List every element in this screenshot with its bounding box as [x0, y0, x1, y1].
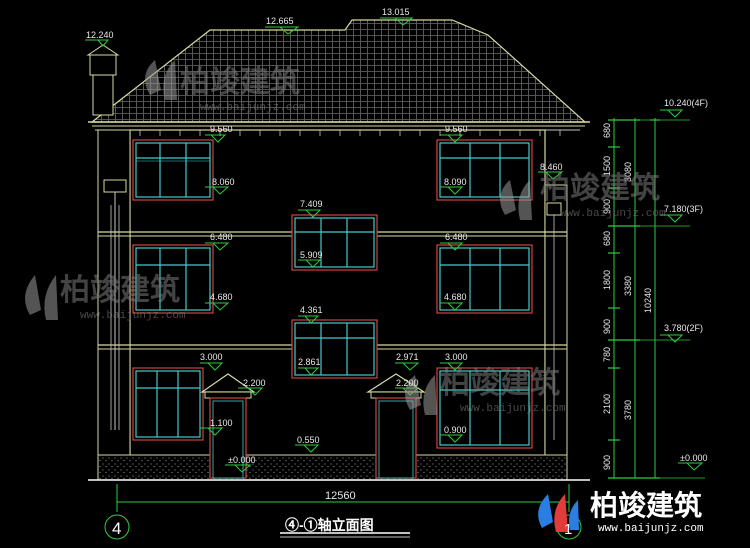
elev-floor3-left: 6.480: [210, 232, 233, 242]
dim-780: 780: [602, 347, 612, 362]
chimney: [86, 44, 120, 116]
elev-ground-step: 0.550: [297, 435, 320, 445]
watermark-name-3: 柏竣建筑: [540, 171, 660, 206]
dim-3780: 3780: [623, 400, 633, 420]
watermark-logo-2: [25, 275, 58, 320]
window-1f-left: [132, 367, 204, 441]
window-3f-left: [132, 139, 214, 201]
level-tags: 10.240(4F) 7.180(3F) 3.780(2F): [664, 98, 708, 333]
elev-door-canopy-right: 2.971: [396, 352, 419, 362]
windows: [132, 139, 533, 449]
elev-floor3-right: 6.480: [445, 232, 468, 242]
watermark-name-1: 柏竣建筑: [180, 65, 300, 100]
dim-680-b: 680: [602, 231, 612, 246]
elev-floor2-left: 3.000: [200, 352, 223, 362]
watermark-name-2: 柏竣建筑: [60, 273, 180, 308]
elev-win1-sill-right: 0.900: [444, 425, 467, 435]
elev-win2-bottom-left: 4.680: [210, 292, 233, 302]
level-2f: 3.780(2F): [664, 323, 703, 333]
elev-cornice-right: 8.460: [540, 162, 563, 172]
overall-width-label: 12560: [325, 490, 356, 502]
dim-680-a: 680: [602, 123, 612, 138]
axis-right-label: 1: [564, 521, 572, 538]
roof: [88, 19, 590, 131]
dim-1800: 1800: [602, 270, 612, 290]
right-dimension-chain: [608, 118, 705, 479]
elev-canopy-left: 2.200: [243, 378, 266, 388]
elev-canopy-right: 2.200: [396, 378, 419, 388]
drawing-title: ④-①轴立面图: [285, 517, 374, 533]
window-2f-left: [132, 244, 214, 314]
elev-ground-left: ±0.000: [228, 455, 255, 465]
level-4f: 10.240(4F): [664, 98, 708, 108]
window-stair-high: [291, 214, 378, 271]
watermark-url-1: www.baijunjz.com: [200, 102, 306, 114]
watermarks: 柏竣建筑 www.baijunjz.com 柏竣建筑 www.baijunjz.…: [60, 65, 704, 535]
bottom-dimension: [116, 484, 570, 512]
window-2f-right: [436, 244, 533, 314]
watermark-logo-4: [405, 375, 437, 415]
elev-stair-top: 7.409: [300, 199, 323, 209]
dim-2100: 2100: [602, 394, 612, 414]
dim-900-c: 900: [602, 455, 612, 470]
elev-win1-sill-left: 1.100: [210, 418, 233, 428]
dim-3380: 3380: [623, 276, 633, 296]
elev-roof-ridge: 13.015: [382, 7, 410, 17]
axis-left-label: 4: [112, 519, 121, 538]
watermark-url-3: www.baijunjz.com: [560, 208, 666, 220]
elev-ground-right: ±0.000: [680, 453, 707, 463]
elev-stair-low-bottom: 2.861: [298, 357, 321, 367]
watermark-logo-3: [500, 180, 532, 220]
elev-stair-low-top: 4.361: [300, 305, 323, 315]
dim-900-a: 900: [602, 199, 612, 214]
dim-900-b: 900: [602, 319, 612, 334]
elev-win2-bottom-right: 4.680: [444, 292, 467, 302]
watermark-url-2: www.baijunjz.com: [80, 310, 186, 322]
dim-10240: 10240: [643, 288, 653, 313]
elev-win3-top-left: 8.060: [212, 177, 235, 187]
dim-1500: 1500: [602, 156, 612, 176]
elev-roof-mid: 12.665: [266, 16, 294, 26]
level-3f: 7.180(3F): [664, 204, 703, 214]
dim-3080: 3080: [623, 162, 633, 182]
elev-eave-left: 9.560: [210, 124, 233, 134]
watermark-name-4: 柏竣建筑: [440, 366, 560, 401]
window-1f-right: [436, 367, 533, 449]
elevation-labels: 12.240 12.665 13.015 9.560 9.560 8.060 8…: [86, 7, 707, 465]
elev-stair-mid-top: 5.909: [300, 250, 323, 260]
elev-win3-top-right: 8.090: [444, 177, 467, 187]
door-right: [365, 373, 427, 479]
vertical-dimensions: 680 1500 900 680 1800 900 780 2100 900 3…: [602, 123, 653, 470]
brand-logo: [538, 494, 579, 532]
brand-url: www.baijunjz.com: [598, 523, 704, 535]
window-3f-right: [436, 139, 533, 201]
brand-name: 柏竣建筑: [590, 489, 702, 522]
elev-chimney-top: 12.240: [86, 30, 114, 40]
watermark-logo-1: [145, 60, 177, 100]
elev-eave-right: 9.560: [445, 124, 468, 134]
axis-bubble-left: [104, 514, 130, 540]
window-stair-low: [291, 319, 378, 379]
watermark-url-4: www.baijunjz.com: [460, 403, 566, 415]
elev-floor2-right: 3.000: [445, 352, 468, 362]
